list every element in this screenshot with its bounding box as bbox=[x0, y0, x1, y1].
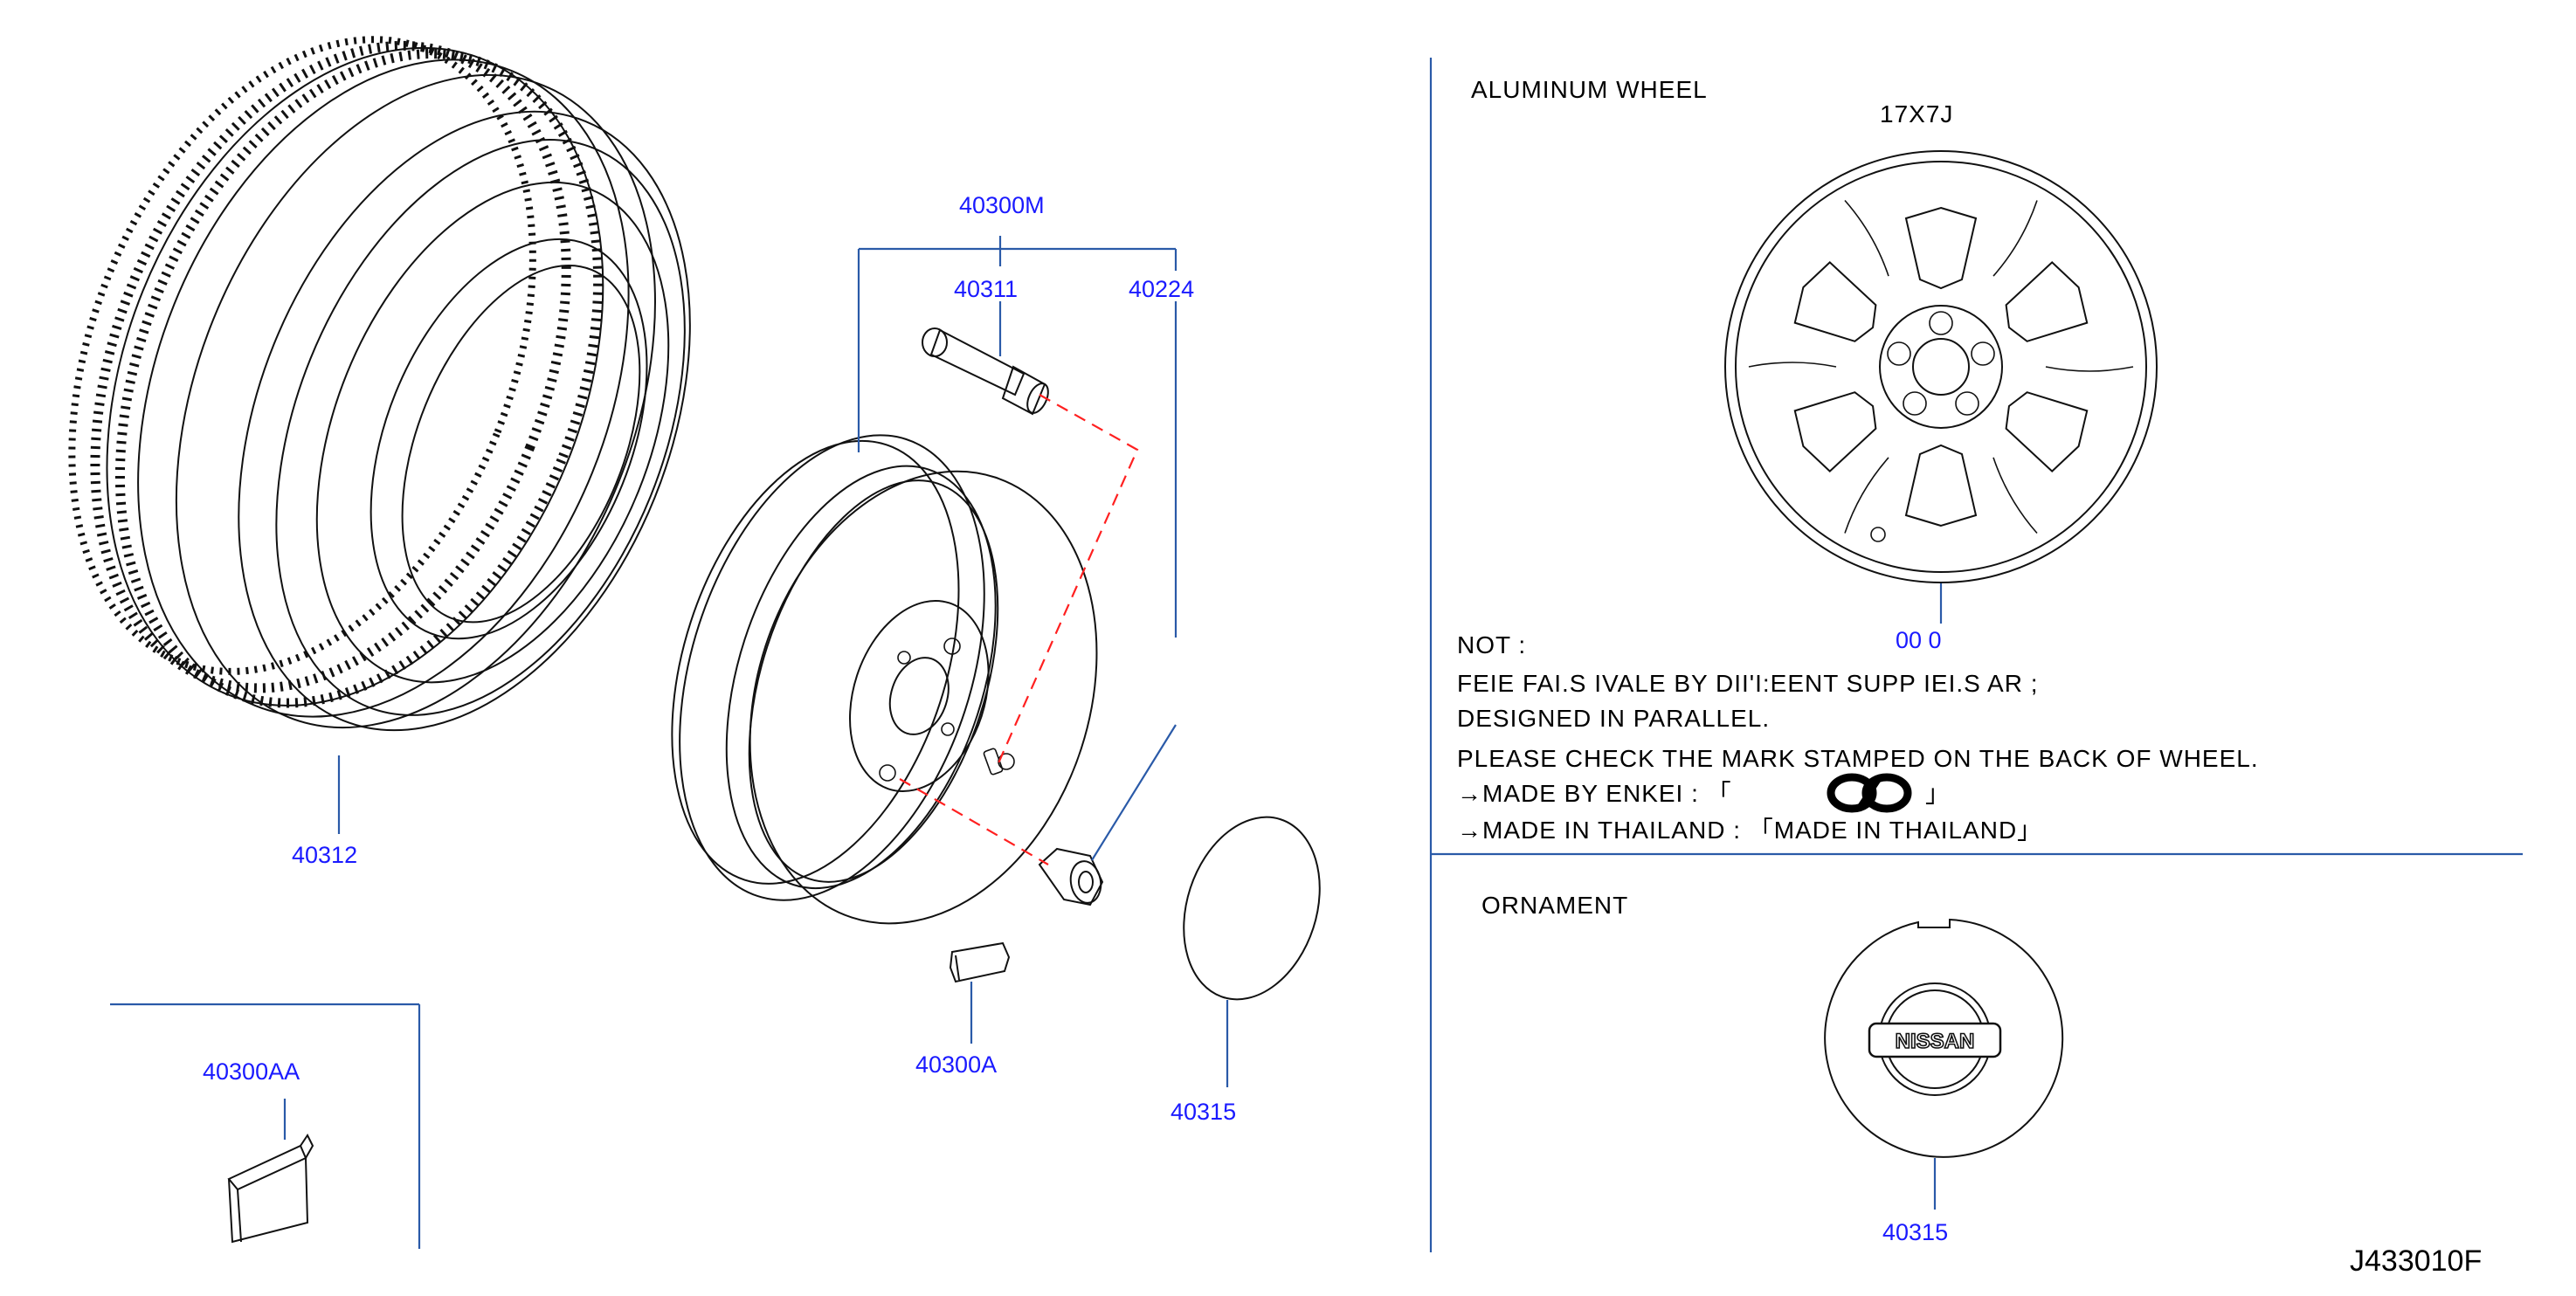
valve-drawing bbox=[922, 327, 1049, 416]
note-line-1: FEIE FAI.S IVALE BY DII'I:EENT SUPP IEI.… bbox=[1457, 670, 2039, 697]
label-cap[interactable]: 40315 bbox=[1171, 1099, 1236, 1125]
note-heading: NOT : bbox=[1457, 631, 1526, 658]
panel-dividers bbox=[110, 58, 2523, 1252]
note-block: NOT : FEIE FAI.S IVALE BY DII'I:EENT SUP… bbox=[1457, 631, 2259, 844]
note-line-2: DESIGNED IN PARALLEL. bbox=[1457, 705, 1770, 732]
ornament-drawing: NISSAN bbox=[1824, 918, 2064, 1158]
enkei-logo bbox=[1827, 773, 1912, 813]
label-weight-block[interactable]: 40300AA bbox=[203, 1058, 300, 1085]
note-made-by-end: 」 bbox=[1925, 780, 1951, 807]
ornament-title: ORNAMENT bbox=[1481, 892, 1628, 919]
aluminum-wheel-title: ALUMINUM WHEEL bbox=[1471, 76, 1708, 103]
note-line-3: PLEASE CHECK THE MARK STAMPED ON THE BAC… bbox=[1457, 745, 2259, 772]
nut-drawing bbox=[1038, 847, 1104, 907]
label-tire[interactable]: 40312 bbox=[292, 842, 357, 868]
tire-drawing bbox=[68, 36, 691, 834]
reference-code: J433010F bbox=[2350, 1244, 2482, 1278]
steel-wheel-drawing bbox=[671, 434, 1098, 925]
wheel-cap-drawing bbox=[1183, 816, 1321, 1001]
weight-block-drawing bbox=[227, 1134, 314, 1244]
label-wheel-assembly[interactable]: 40300M bbox=[959, 192, 1045, 218]
aluminum-wheel-size: 17X7J bbox=[1880, 100, 1953, 128]
note-made-in: →MADE IN THAILAND : 「MADE IN THAILAND」 bbox=[1457, 817, 2042, 844]
label-balance-weight[interactable]: 40300A bbox=[915, 1051, 997, 1078]
assembly-dashed-lines bbox=[899, 394, 1139, 865]
label-ornament-cap[interactable]: 40315 bbox=[1882, 1219, 1948, 1245]
aluminum-wheel-drawing bbox=[1724, 150, 2158, 583]
label-alloy-wheel-partial[interactable]: 00 0 bbox=[1896, 627, 1942, 653]
label-valve[interactable]: 40311 bbox=[954, 276, 1018, 302]
wheel-assembly-bracket bbox=[857, 236, 1178, 452]
label-nut[interactable]: 40224 bbox=[1129, 276, 1194, 302]
ornament-brand: NISSAN bbox=[1896, 1030, 1975, 1053]
balance-weight-drawing bbox=[949, 941, 1011, 983]
note-made-by: →MADE BY ENKEI : 「 bbox=[1457, 780, 1732, 807]
